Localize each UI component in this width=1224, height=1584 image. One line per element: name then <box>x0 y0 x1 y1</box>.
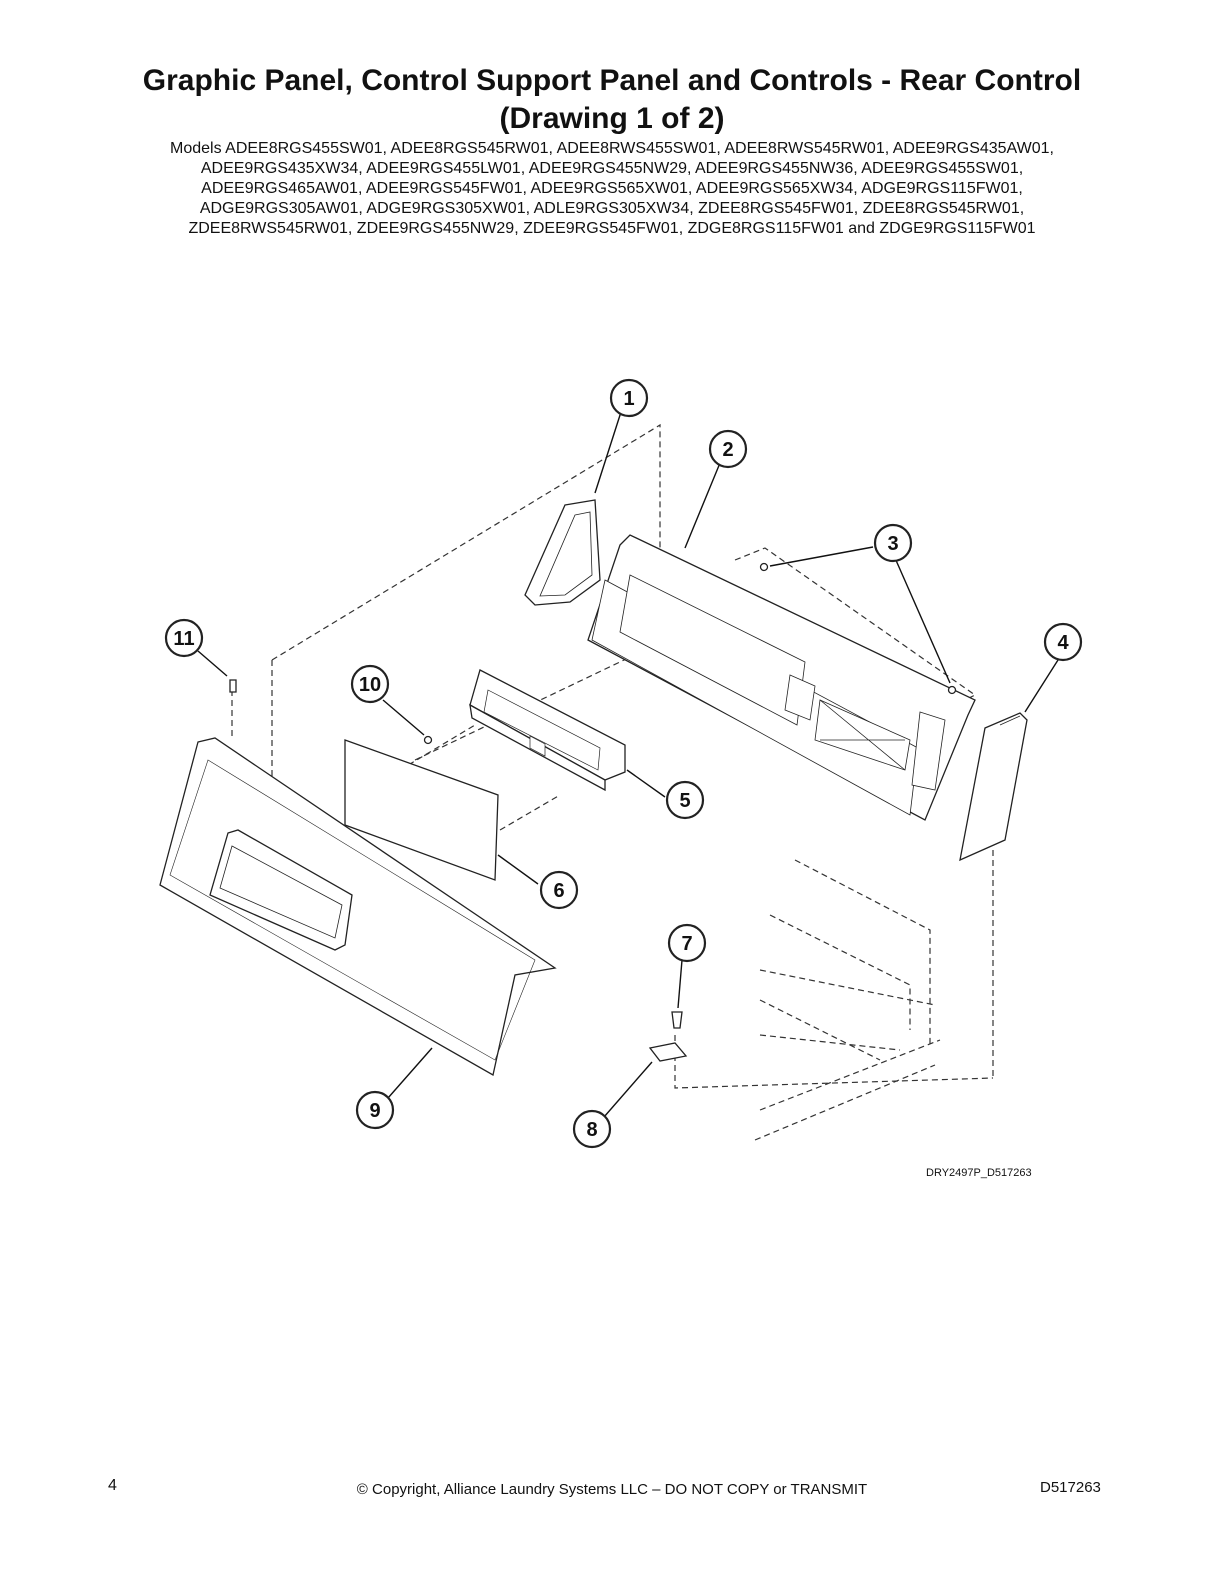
title-line-2: (Drawing 1 of 2) <box>499 102 725 135</box>
callout-bubble <box>667 923 707 963</box>
copyright-notice: © Copyright, Alliance Laundry Systems LL… <box>356 1481 868 1498</box>
callout-number: 2 <box>722 439 733 461</box>
callout-bubble <box>708 429 748 469</box>
callout-bubble <box>164 618 204 658</box>
callout-number: 9 <box>369 1100 380 1122</box>
part-clip-nut <box>648 1042 688 1062</box>
models-line: Models ADEE8RGS455SW01, ADEE8RGS545RW01,… <box>170 140 1054 157</box>
title-line-1: Graphic Panel, Control Support Panel and… <box>142 64 1082 97</box>
models-line: ADEE9RGS435XW34, ADEE9RGS455LW01, ADEE9R… <box>200 160 1024 177</box>
page-title: Graphic Panel, Control Support Panel and… <box>0 62 1224 138</box>
part-clip-screw <box>671 1011 683 1029</box>
callout-bubble <box>350 664 390 704</box>
callout-bubble <box>572 1109 612 1149</box>
models-line: ADGE9RGS305AW01, ADGE9RGS305XW01, ADLE9R… <box>199 200 1025 217</box>
exploded-parts-diagram: 1 2 3 4 5 6 7 8 9 10 11 <box>159 378 1083 1149</box>
part-side-cover <box>959 712 1028 862</box>
callout-bubble <box>873 523 913 563</box>
callout-bubble <box>355 1090 395 1130</box>
document-id: D517263 <box>1040 1479 1101 1496</box>
callout-bubble <box>665 780 705 820</box>
page-number: 4 <box>108 1477 117 1494</box>
callout-labels: 1 2 3 4 5 6 7 8 9 10 11 <box>173 388 1069 1141</box>
callout-number: 5 <box>679 790 690 812</box>
callout-number: 3 <box>887 533 898 555</box>
callout-number: 1 <box>623 388 634 410</box>
callout-bubble <box>539 870 579 910</box>
callout-number: 11 <box>173 628 194 650</box>
models-line: ZDEE8RWS545RW01, ZDEE9RGS455NW29, ZDEE9R… <box>188 220 1036 237</box>
models-line: ADEE9RGS465AW01, ADEE9RGS545FW01, ADEE9R… <box>201 180 1023 197</box>
leader-arrows <box>197 411 1059 1118</box>
callout-bubbles <box>164 378 1083 1149</box>
callout-number: 6 <box>553 880 564 902</box>
callout-bubble <box>1043 622 1083 662</box>
models-list: Models ADEE8RGS455SW01, ADEE8RGS545RW01,… <box>100 139 1124 239</box>
callout-number: 4 <box>1057 632 1069 654</box>
parts-drawing <box>159 499 1028 1077</box>
part-screw <box>947 685 957 695</box>
callout-number: 7 <box>681 933 692 955</box>
callout-number: 8 <box>586 1119 597 1141</box>
part-graphic-panel <box>159 737 557 1077</box>
callout-bubble <box>609 378 649 418</box>
part-screw <box>759 562 769 572</box>
drawing-code: DRY2497P_D517263 <box>926 1167 1032 1179</box>
callout-number: 10 <box>359 674 381 696</box>
part-screw <box>229 679 237 693</box>
part-screw <box>423 735 433 745</box>
